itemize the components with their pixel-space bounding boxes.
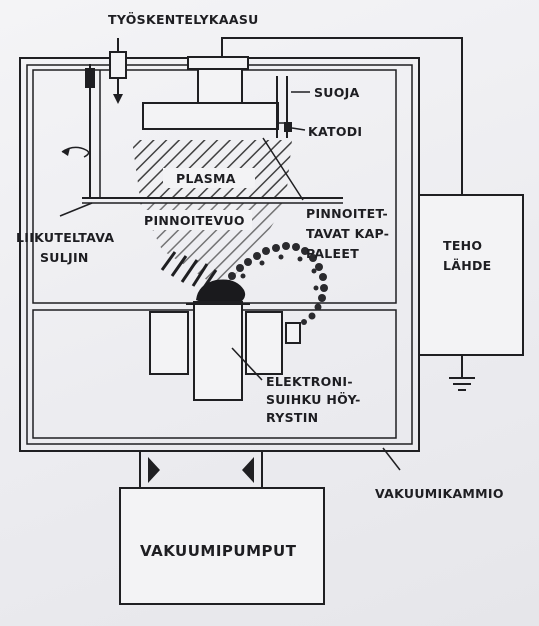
label-ebeam-1: ELEKTRONI-	[266, 374, 353, 389]
plasma-label-bg	[163, 168, 255, 188]
label-cathode: KATODI	[308, 124, 362, 139]
label-vacuum-chamber: VAKUUMIKAMMIO	[375, 486, 504, 501]
power-supply-box	[418, 194, 524, 356]
label-plasma: PLASMA	[176, 171, 236, 186]
pump-connection	[139, 451, 263, 488]
shield	[276, 76, 288, 138]
label-moving-shutter-1: LIIKUTELTAVA	[16, 230, 114, 245]
gas-inlet	[109, 38, 127, 104]
electron-beam	[228, 242, 328, 325]
label-coated-parts-3: PALEET	[306, 246, 359, 261]
label-shield: SUOJA	[314, 85, 360, 100]
cathode-plate	[142, 102, 279, 130]
vacuum-pumps-box	[119, 487, 325, 605]
leader-lines	[59, 91, 401, 471]
label-power-2: LÄHDE	[443, 258, 492, 273]
label-vacuum-pumps: VAKUUMIPUMPUT	[140, 542, 297, 560]
label-power-1: TEHO	[443, 238, 482, 253]
flux-streaks	[160, 251, 218, 290]
label-ebeam-3: RYSTIN	[266, 410, 318, 425]
electron-gun	[285, 322, 301, 344]
label-moving-shutter-2: SULJIN	[40, 250, 89, 265]
evaporation-source	[196, 279, 246, 307]
label-coated-parts-1: PINNOITET-	[306, 206, 388, 221]
crucible	[149, 301, 301, 401]
label-coated-parts-2: TAVAT KAP-	[306, 226, 389, 241]
label-process-gas: TYÖSKENTELYKAASU	[108, 12, 259, 27]
flux-label-bg	[140, 210, 252, 230]
power-line	[221, 37, 463, 378]
label-ebeam-2: SUIHKU HÖY-	[266, 392, 361, 407]
label-coating-flux: PINNOITEVUO	[144, 213, 245, 228]
ground-icon	[449, 377, 475, 391]
cathode-assembly	[142, 56, 292, 132]
